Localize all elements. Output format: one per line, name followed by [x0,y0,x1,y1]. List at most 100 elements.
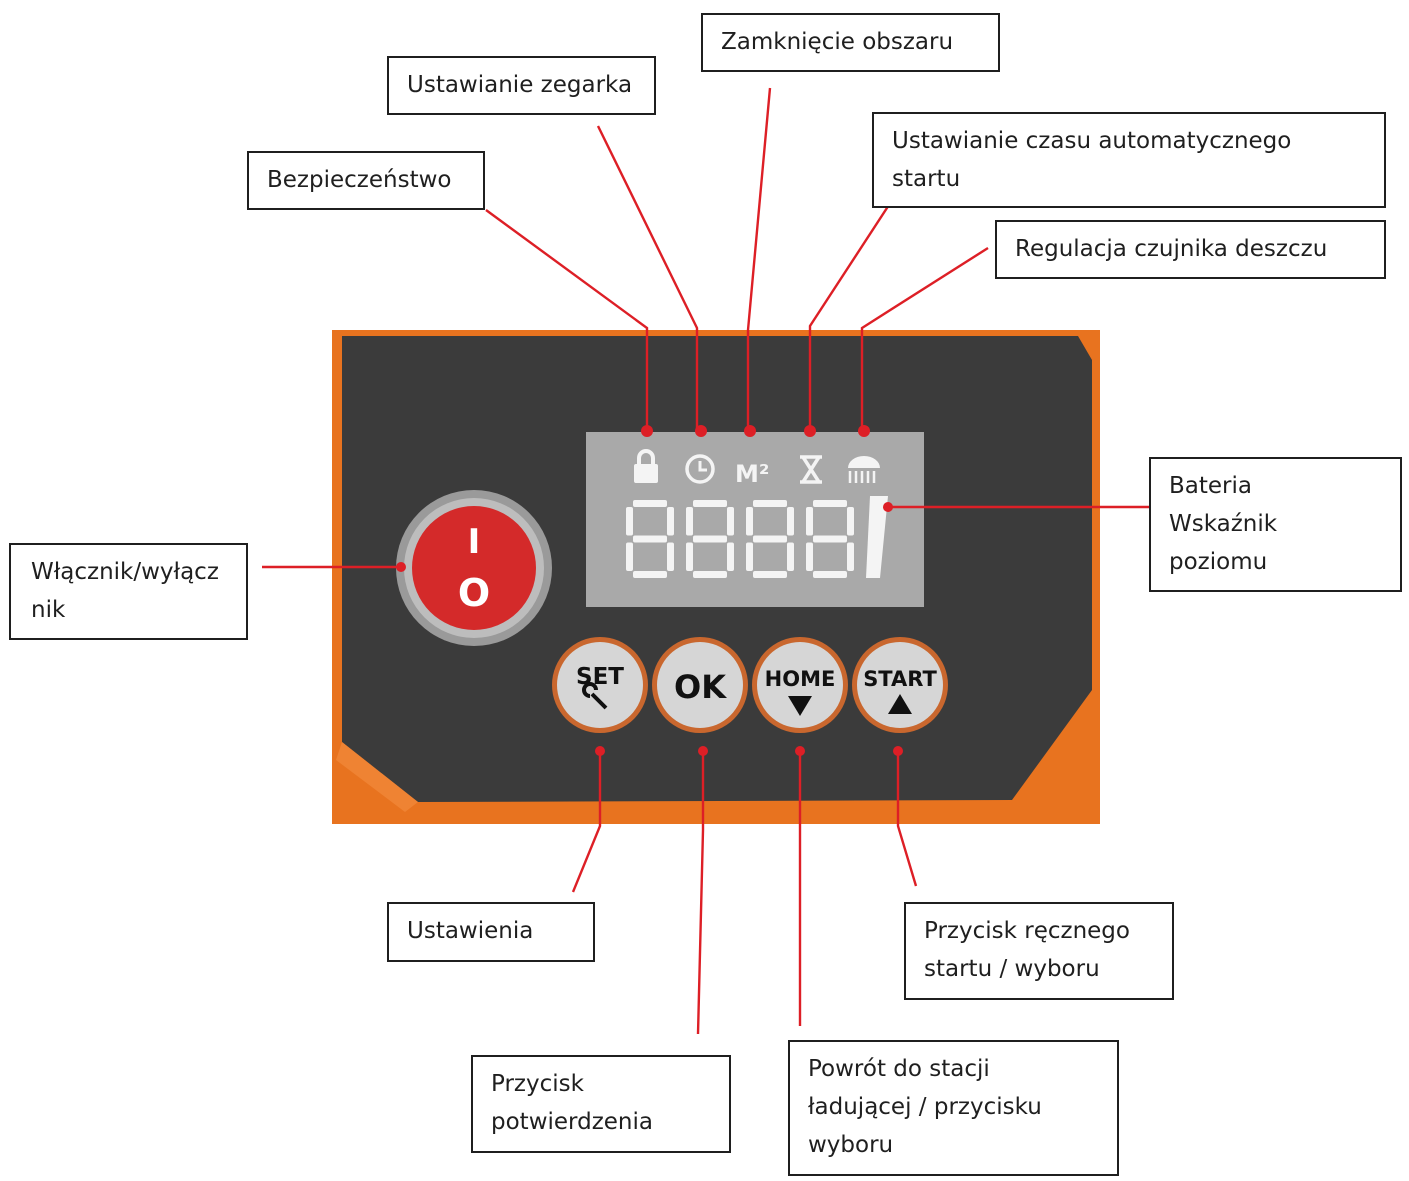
clock-icon [685,454,715,484]
callout-manual-start-line1: Przycisk ręcznego [924,918,1130,944]
rain-sensor-icon [848,456,880,483]
lcd-digit [806,500,854,578]
callout-battery-line2: Wskaźnik [1169,511,1278,537]
m2-text: M² [735,460,769,488]
callout-rain-sensor-text: Regulacja czujnika deszczu [1015,236,1328,262]
callout-home: Powrót do stacji ładującej / przycisku w… [788,1040,1119,1176]
callout-auto-start-line1: Ustawianie czasu automatycznego [892,128,1292,154]
battery-level-indicator [866,496,888,578]
callout-auto-start: Ustawianie czasu automatycznego startu [872,112,1386,208]
leader-dot-power [396,562,406,572]
lcd-segment [633,535,667,543]
lcd-segment [667,542,674,571]
callout-home-line1: Powrót do stacji [808,1056,990,1082]
hourglass-icon [800,455,822,484]
callout-power-line2: nik [31,597,66,623]
ok-label: OK [674,668,727,706]
leader-dot-battery [883,502,893,512]
callout-clock: Ustawianie zegarka [387,56,656,115]
lcd-segment [813,571,847,578]
wrench-icon [582,682,608,710]
lcd-segment [746,542,753,571]
leader-dot-settings [595,746,605,756]
lcd-segment [847,542,854,571]
callout-safety: Bezpieczeństwo [247,151,485,210]
lcd-digit [746,500,794,578]
callout-area-close: Zamknięcie obszaru [701,13,1000,72]
lcd-segment [813,535,847,543]
leader-dot-auto-start [804,425,816,437]
callout-battery-line1: Bateria [1169,473,1252,499]
callout-safety-text: Bezpieczeństwo [267,167,452,193]
lcd-segment [626,507,633,536]
callout-clock-text: Ustawianie zegarka [407,72,633,98]
leader-rain [860,246,989,430]
lcd-segment [626,542,633,571]
leader-dot-home [795,746,805,756]
lcd-segment [753,500,787,507]
lcd-digits [626,500,854,578]
leader-clock [596,125,699,430]
set-button[interactable]: SET [552,637,648,733]
power-button[interactable]: I O [396,490,552,646]
home-label: HOME [765,667,836,691]
start-button[interactable]: START [852,637,948,733]
callout-manual-start-line2: startu / wyboru [924,956,1100,982]
power-on-symbol: I [468,522,481,562]
home-button[interactable]: HOME [752,637,848,733]
callout-confirm: Przycisk potwierdzenia [471,1055,731,1153]
lcd-segment [753,535,787,543]
leader-confirm [696,752,705,1035]
leader-dot-manual-start [893,746,903,756]
lcd-segment [753,571,787,578]
lcd-segment [667,507,674,536]
lcd-segment [847,507,854,536]
leader-safety [485,209,649,430]
lcd-segment [787,542,794,571]
leader-area [746,87,772,430]
lcd-segment [746,507,753,536]
callout-home-line2: ładującej / przycisku [808,1094,1042,1120]
arrow-down-icon [788,696,812,716]
leader-dot-confirm [698,746,708,756]
callout-battery-line3: poziomu [1169,549,1268,575]
leader-dot-clock [695,425,707,437]
lcd-segment [806,507,813,536]
callout-power: Włącznik/wyłącz nik [9,543,248,640]
leader-manual-start [896,752,918,887]
lcd-segment [686,507,693,536]
lcd-digit [626,500,674,578]
callout-settings: Ustawienia [387,902,595,962]
leader-auto-start [808,187,902,430]
leader-lines [262,87,1150,1035]
leader-settings [571,752,602,893]
ok-button[interactable]: OK [652,637,748,733]
callout-manual-start: Przycisk ręcznego startu / wyboru [904,902,1174,1000]
callout-settings-text: Ustawienia [407,918,534,944]
lcd-segment [693,535,727,543]
callout-auto-start-line2: startu [892,166,961,192]
callout-home-line3: wyboru [808,1132,894,1158]
lcd-segment [806,542,813,571]
panel-bevel [336,742,418,812]
arrow-up-icon [888,694,912,714]
m2-icon: M² [735,460,769,488]
callout-area-close-text: Zamknięcie obszaru [721,29,954,55]
lock-icon [634,449,658,483]
callout-confirm-line2: potwierdzenia [491,1109,653,1135]
lcd-segment [813,500,847,507]
lcd-segment [686,542,693,571]
leader-dot-rain [858,425,870,437]
lcd-segment [727,542,734,571]
power-off-symbol: O [458,571,490,615]
leader-dot-safety [641,425,653,437]
lcd-segment [693,571,727,578]
leader-dot-area [744,425,756,437]
lcd-segment [693,500,727,507]
lcd-digit [686,500,734,578]
lcd-segment [787,507,794,536]
lcd-segment [727,507,734,536]
callout-rain-sensor: Regulacja czujnika deszczu [995,220,1386,279]
